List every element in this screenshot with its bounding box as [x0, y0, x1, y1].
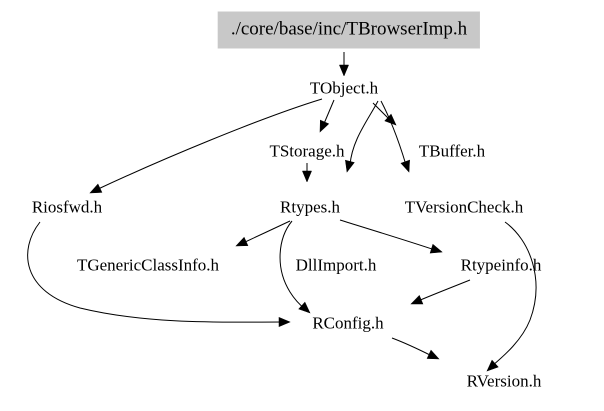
arrowhead — [298, 301, 311, 314]
graph-node-riosfwd[interactable]: Riosfwd.h — [31, 197, 103, 217]
graph-edge-tobject-to-tversioncheck — [380, 100, 410, 173]
graph-edge-rtypes-to-rtypeinfo — [339, 219, 443, 254]
graph-node-rtypeinfo[interactable]: Rtypeinfo.h — [460, 255, 542, 275]
graph-edge-tversioncheck-to-rversion — [486, 221, 537, 372]
arrowhead — [339, 64, 349, 77]
arrowhead — [426, 349, 440, 360]
graph-node-tbuffer[interactable]: TBuffer.h — [418, 141, 486, 161]
graph-edge-tbrowserimp-to-tobject — [339, 52, 349, 77]
graph-node-rversion[interactable]: RVersion.h — [466, 371, 542, 391]
arrowhead — [429, 243, 443, 254]
graph-node-rconfig[interactable]: RConfig.h — [312, 313, 384, 333]
graph-edge-rtypes-to-tgenericclassinfo — [235, 220, 291, 247]
graph-edge-rconfig-to-rversion — [391, 337, 440, 360]
graph-node-tobject[interactable]: TObject.h — [309, 78, 379, 98]
graph-node-tgenericclassinfo[interactable]: TGenericClassInfo.h — [76, 255, 220, 275]
arrowhead — [384, 113, 397, 126]
arrowhead — [410, 295, 424, 305]
graph-node-rtypes[interactable]: Rtypes.h — [280, 197, 340, 217]
arrowhead — [278, 317, 291, 327]
graph-node-dllimport[interactable]: DllImport.h — [295, 255, 377, 275]
arrowhead — [302, 170, 312, 183]
arrowhead — [345, 159, 355, 173]
graph-node-tversioncheck[interactable]: TVersionCheck.h — [404, 197, 524, 217]
graph-edge-tstorage-to-rtypes — [302, 163, 312, 183]
graph-edge-tobject-to-tbuffer — [372, 102, 397, 126]
graph-node-tstorage[interactable]: TStorage.h — [269, 141, 345, 161]
graph-edge-rtypeinfo-to-rconfig — [410, 279, 471, 305]
arrowhead — [319, 119, 330, 133]
arrowhead — [89, 183, 103, 194]
arrowhead — [400, 159, 410, 173]
arrowhead — [235, 236, 249, 247]
graph-edge-tobject-to-tstorage — [319, 99, 335, 133]
graph-edge-tobject-to-rtypes — [345, 100, 379, 173]
graph-node-tbrowserimp[interactable]: ./core/base/inc/TBrowserImp.h — [217, 11, 481, 49]
